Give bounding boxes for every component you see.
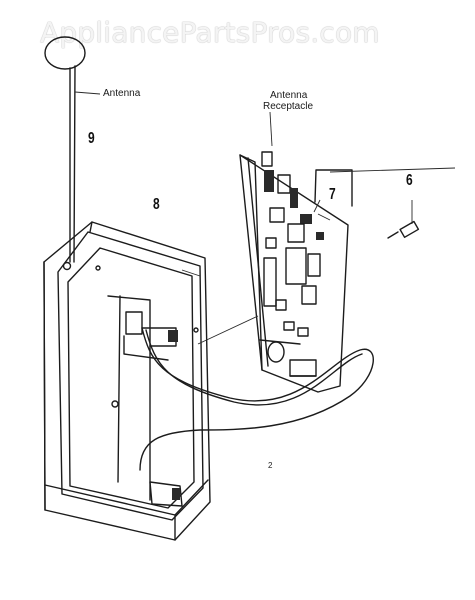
part-number-9: 9 xyxy=(88,130,95,147)
wire-harness xyxy=(139,213,374,471)
part-number-6: 6 xyxy=(406,172,413,189)
part-number-8: 8 xyxy=(153,196,160,213)
receptacle-leader-line xyxy=(269,111,273,147)
antenna-receptacle-callout-line2: Receptacle xyxy=(263,101,314,112)
control-board xyxy=(239,151,456,393)
screw xyxy=(387,200,420,239)
antenna-callout: Antenna xyxy=(103,88,141,99)
antenna-wire xyxy=(44,36,101,263)
housing-box xyxy=(43,221,211,541)
watermark: AppliancePartsPros.com xyxy=(40,16,380,49)
page-mark: 2 xyxy=(268,461,273,470)
part-7-leader-line xyxy=(313,199,321,213)
antenna-receptacle-callout-line1: Antenna xyxy=(270,90,308,101)
part-number-7: 7 xyxy=(329,186,336,203)
